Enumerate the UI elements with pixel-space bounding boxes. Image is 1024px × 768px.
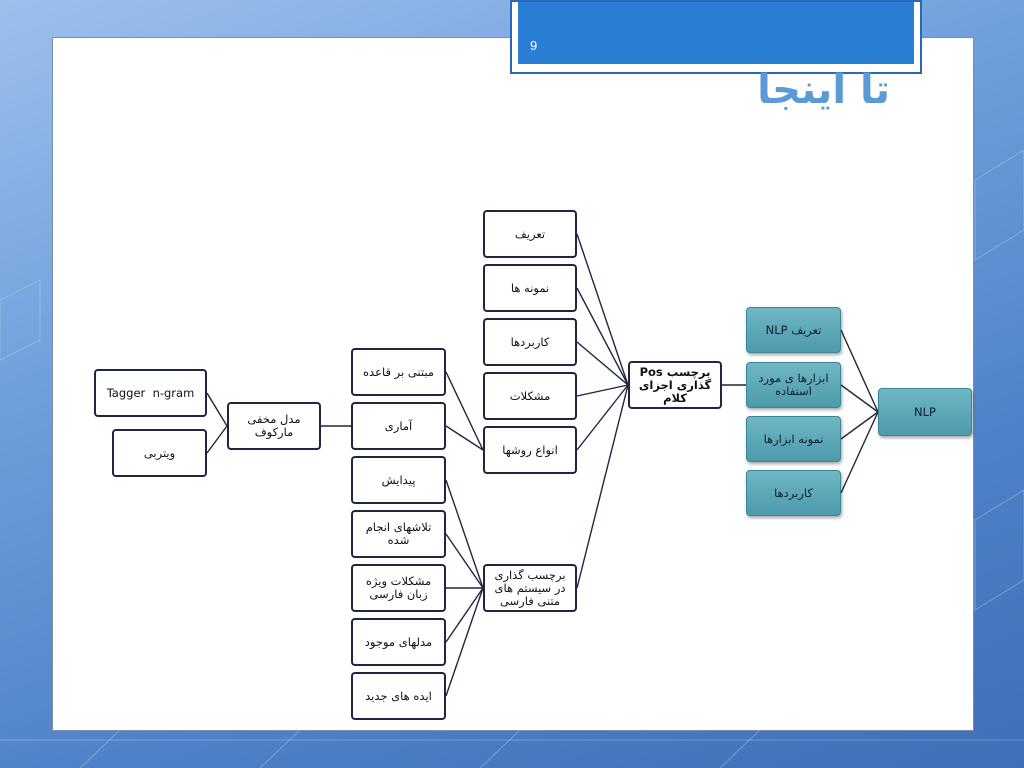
edge-persian-ideas: [445, 587, 484, 697]
header-fill: [518, 2, 914, 64]
node-efforts: تلاشهای انجام شده: [351, 510, 446, 558]
node-origin: پیدایش: [351, 456, 446, 504]
edge-pos-uses: [576, 341, 629, 386]
edge-nlp-apps: [840, 411, 879, 494]
edge-nlp-samples: [840, 411, 879, 440]
header-box: [510, 0, 922, 74]
edge-methods-stat: [445, 425, 484, 451]
node-statistical: آماری: [351, 402, 446, 450]
slide-title: تا اینجا: [757, 67, 890, 113]
edge-methods-rule: [445, 371, 484, 451]
node-samples: نمونه ها: [483, 264, 577, 312]
node-tools-used: ابزارها ی مورد استفاده: [746, 362, 841, 408]
node-persian-problems: مشکلات ویژه زبان فارسی: [351, 564, 446, 612]
edge-nlp-tools: [840, 384, 879, 413]
node-uses: کاربردها: [483, 318, 577, 366]
node-viterbi: ویتربی: [112, 429, 207, 477]
edge-pos-problems: [576, 384, 629, 397]
node-existing-models: مدلهای موجود: [351, 618, 446, 666]
node-pos-tagging: برچسب Pos گذاری اجزای کلام: [628, 361, 722, 409]
edge-pos-persian: [576, 384, 629, 589]
node-applications: کاربردها: [746, 470, 841, 516]
edge-nlp-definition: [840, 329, 879, 413]
edge-pos-methods: [576, 384, 629, 451]
slide-number: 9: [530, 38, 538, 53]
node-problems: مشکلات: [483, 372, 577, 420]
node-rule-based: مبتنی بر قاعده: [351, 348, 446, 396]
node-definition: تعریف: [483, 210, 577, 258]
edge-persian-efforts: [445, 533, 484, 589]
edge-persian-models: [445, 587, 484, 643]
node-nlp-definition: تعریف NLP: [746, 307, 841, 353]
edge-persian-origin: [445, 479, 484, 589]
node-method-types: انواع روشها: [483, 426, 577, 474]
node-tool-samples: نمونه ابزارها: [746, 416, 841, 462]
edge-pos-def: [576, 233, 629, 386]
node-new-ideas: ایده های جدید: [351, 672, 446, 720]
node-persian-tagging: برچسب گذاری در سیستم های متنی فارسی: [483, 564, 577, 612]
node-ngram-tagger: Tagger n-gram: [94, 369, 207, 417]
node-hmm: مدل مخفی ماركوف: [227, 402, 321, 450]
edge-hmm-ngram: [206, 392, 228, 427]
edge-pos-samples: [576, 287, 629, 386]
edge-hmm-viterbi: [206, 425, 228, 454]
node-nlp: NLP: [878, 388, 972, 436]
